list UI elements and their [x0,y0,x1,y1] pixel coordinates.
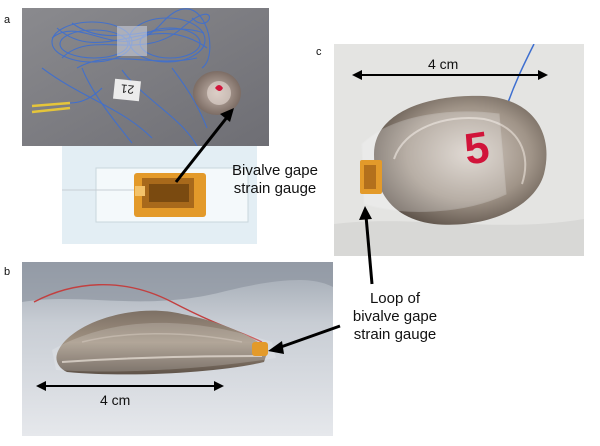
tag-number: 21 [120,81,135,96]
loop-line-2: bivalve gape [352,308,438,325]
photo-b-oyster-side [22,262,333,436]
callout-line-2: strain gauge [233,180,317,197]
scale-label-c: 4 cm [428,56,459,72]
panel-letter-a: a [4,14,11,26]
callout-bivalve-gape-strain-gauge: Bivalve gape strain gauge [216,162,334,198]
photo-c-oyster-top: 5 [334,44,584,256]
callout-line-1: Bivalve gape [232,162,318,179]
loop-line-1: Loop of [369,290,421,307]
loop-line-3: strain gauge [353,326,437,343]
panel-letter-b: b [4,266,11,278]
scale-label-b: 4 cm [100,392,131,408]
panel-letter-c: c [316,46,322,58]
callout-loop-of-gauge: Loop of bivalve gape strain gauge [340,290,450,344]
photo-a-wires: 21 [22,8,269,146]
